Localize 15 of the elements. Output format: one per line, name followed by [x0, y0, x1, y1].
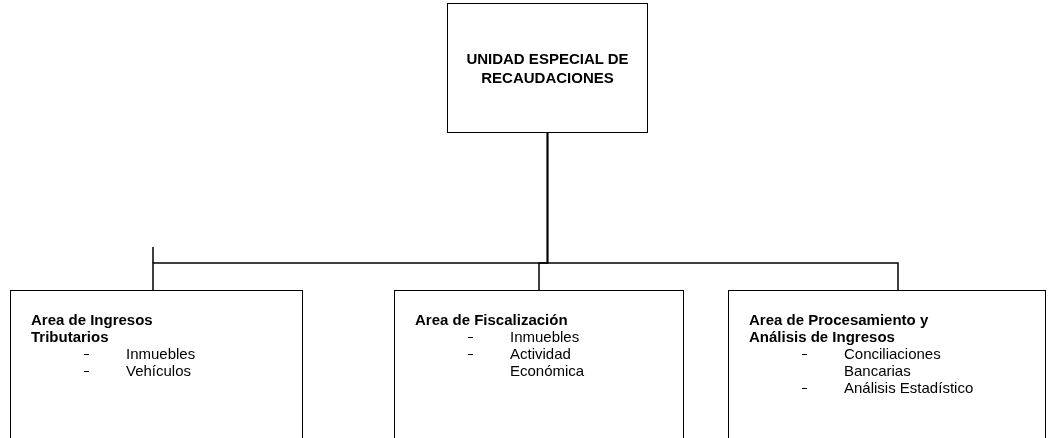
area-title: Area de Ingresos Tributarios: [31, 311, 154, 345]
area-box: [728, 290, 1046, 438]
list-item: Inmuebles: [126, 345, 197, 362]
list-item: Vehículos: [126, 362, 193, 379]
list-item: Actividad Económica: [510, 345, 586, 379]
unit-title: UNIDAD ESPECIAL DE RECAUDACIONES: [465, 49, 630, 87]
area-title: Area de Procesamiento y Análisis de Ingresos: [749, 311, 930, 345]
connector-line: [546, 132, 899, 291]
area-box: [10, 290, 303, 438]
area-box: [394, 290, 684, 438]
area-title: Area de Fiscalización: [415, 311, 569, 328]
list-item: Conciliaciones Bancarias: [844, 345, 942, 379]
list-item: Inmuebles: [510, 328, 581, 345]
unit-box: [447, 3, 648, 133]
list-item: Análisis Estadístico: [844, 379, 975, 396]
